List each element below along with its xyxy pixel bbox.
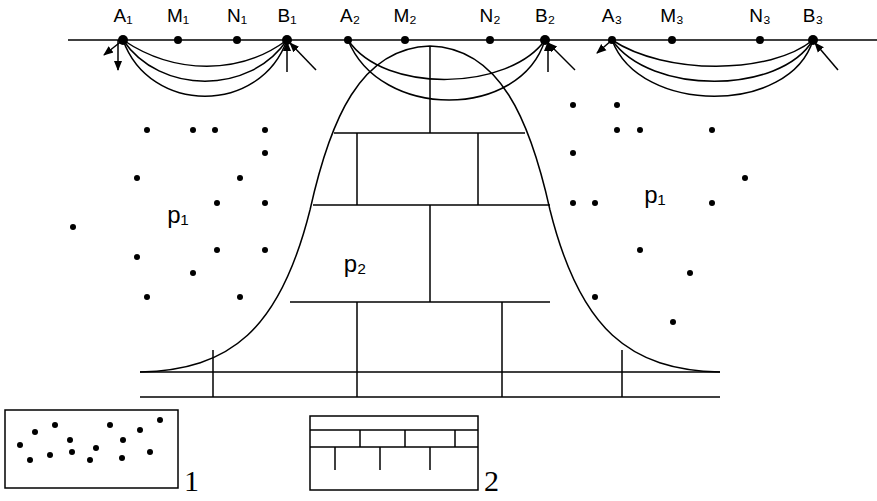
- sand-dot: [637, 127, 643, 133]
- electrode-dot: [282, 35, 292, 45]
- sand-dot: [570, 150, 576, 156]
- sand-dot: [614, 127, 620, 133]
- sand-dot: [47, 452, 53, 458]
- legend-box-sand: [5, 410, 178, 488]
- electrode-label: B₁: [277, 6, 296, 25]
- sand-dot: [134, 254, 140, 260]
- sand-dot: [687, 270, 693, 276]
- sand-dot: [709, 200, 715, 206]
- sand-dot: [87, 457, 93, 463]
- sand-dot: [214, 200, 220, 206]
- sand-dot: [262, 150, 268, 156]
- sand-dot: [262, 247, 268, 253]
- electrode-dot: [401, 36, 409, 44]
- sand-dot: [742, 175, 748, 181]
- sand-dot: [93, 445, 99, 451]
- electrode-dot: [808, 35, 818, 45]
- sand-dot: [69, 449, 75, 455]
- electrode-label: M₂: [393, 6, 416, 25]
- sand-dot: [144, 127, 150, 133]
- sand-dot: [190, 127, 196, 133]
- legend-box-limestone: [310, 416, 478, 490]
- sand-dot: [212, 127, 218, 133]
- electrode-dot: [233, 36, 241, 44]
- sand-dot: [670, 319, 676, 325]
- electrode-label: A₂: [340, 6, 360, 25]
- sand-dot: [237, 175, 243, 181]
- electrode-dot: [756, 36, 764, 44]
- sand-dot: [27, 457, 33, 463]
- electrode-dot: [344, 36, 352, 44]
- sand-dot: [570, 200, 576, 206]
- electrode-label: N₃: [749, 6, 770, 25]
- sand-dot: [147, 449, 153, 455]
- sand-dot: [134, 175, 140, 181]
- electrode-label: A₃: [602, 6, 622, 25]
- resistivity-label: p₁: [644, 183, 665, 207]
- sand-dot: [70, 224, 76, 230]
- electrode-dot: [118, 35, 128, 45]
- sand-dot: [614, 102, 620, 108]
- sand-dot: [592, 200, 598, 206]
- sand-dot: [119, 455, 125, 461]
- sand-dot: [190, 270, 196, 276]
- sand-dot: [67, 437, 73, 443]
- electrode-label: M₁: [167, 6, 189, 25]
- electrode-label: B₂: [535, 6, 555, 25]
- sand-dot: [120, 437, 126, 443]
- legend-number: 2: [484, 466, 499, 496]
- sand-dot: [32, 429, 38, 435]
- electrode-label: A₁: [113, 6, 132, 25]
- electrode-dot: [486, 36, 494, 44]
- sand-dot: [262, 200, 268, 206]
- sand-dot: [214, 247, 220, 253]
- dome-outline: [140, 46, 720, 372]
- ground-surface: [68, 39, 877, 41]
- sand-dot: [107, 422, 113, 428]
- sand-dot: [137, 427, 143, 433]
- sand-dot: [157, 417, 163, 423]
- electrode-label: N₂: [479, 6, 500, 25]
- resistivity-label: p₁: [167, 203, 188, 227]
- electrode-label: B₃: [803, 6, 823, 25]
- sand-dot: [637, 247, 643, 253]
- resistivity-label: p₂: [344, 252, 367, 276]
- sand-dot: [52, 422, 58, 428]
- sand-dot: [237, 294, 243, 300]
- sand-dot: [262, 127, 268, 133]
- electrode-dot: [668, 36, 676, 44]
- sand-dot: [17, 442, 23, 448]
- electrode-label: M₃: [660, 6, 684, 25]
- sand-dot: [144, 294, 150, 300]
- base-line: [140, 396, 720, 398]
- legend-number: 1: [184, 466, 199, 496]
- sand-dot: [709, 127, 715, 133]
- electrode-dot: [174, 36, 182, 44]
- sand-dot: [592, 294, 598, 300]
- electrode-dot: [608, 36, 616, 44]
- sand-dots: [17, 102, 748, 463]
- electrode-dot: [540, 35, 550, 45]
- electrode-label: N₁: [227, 6, 247, 25]
- sand-dot: [570, 102, 576, 108]
- electrodes: [118, 35, 818, 45]
